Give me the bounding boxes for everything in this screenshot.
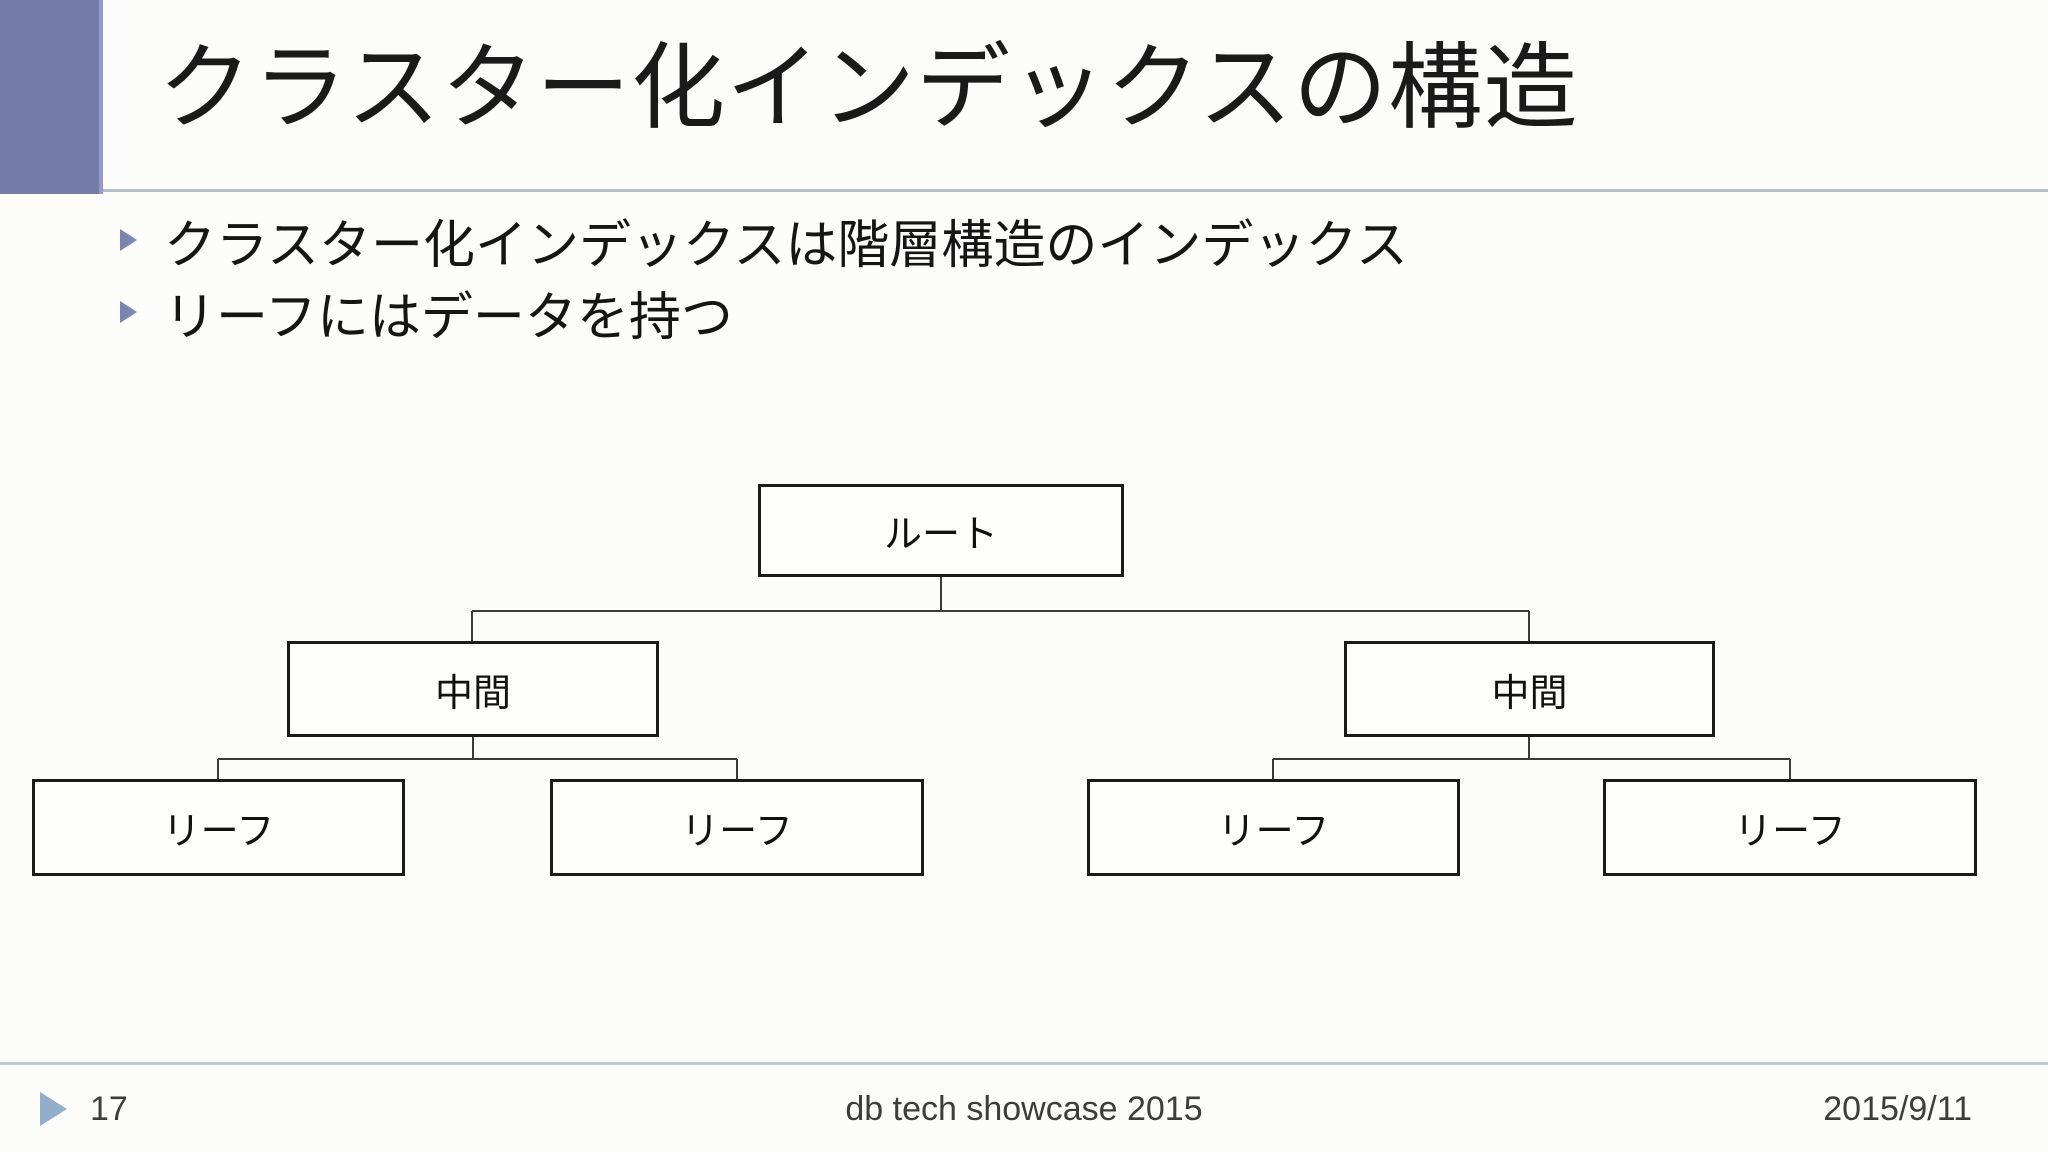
bullet-list: クラスター化インデックスは階層構造のインデックス リーフにはデータを持つ <box>120 204 1408 348</box>
node-root-label: ルート <box>883 514 998 556</box>
node-intermediate-left: 中間 <box>287 641 659 737</box>
node-intermediate-right-label: 中間 <box>1491 672 1568 715</box>
node-leaf-1-label: リーフ <box>162 811 275 853</box>
connector-left-intermediate-to-leaves <box>217 737 738 779</box>
slide-title: クラスター化インデックスの構造 <box>158 35 1579 140</box>
footer-event-title: db tech showcase 2015 <box>845 1090 1203 1128</box>
node-leaf-3: リーフ <box>1087 779 1460 876</box>
connector-root-to-intermediates <box>471 577 1530 641</box>
node-leaf-1: リーフ <box>32 779 405 876</box>
node-root: ルート <box>758 484 1124 577</box>
node-leaf-3-label: リーフ <box>1217 811 1330 853</box>
title-accent-block <box>0 0 103 194</box>
bullet-text: クラスター化インデックスは階層構造のインデックス <box>164 216 1408 275</box>
node-intermediate-right: 中間 <box>1344 641 1715 737</box>
node-leaf-2-label: リーフ <box>681 811 793 853</box>
node-leaf-4: リーフ <box>1603 779 1977 876</box>
footer-triangle-icon <box>40 1092 67 1126</box>
node-leaf-2: リーフ <box>550 779 924 876</box>
node-intermediate-left-label: 中間 <box>434 672 511 715</box>
footer-date: 2015/9/11 <box>1823 1090 1972 1128</box>
node-leaf-4-label: リーフ <box>1734 811 1846 853</box>
bullet-triangle-icon <box>120 229 137 251</box>
bullet-text: リーフにはデータを持つ <box>164 288 733 347</box>
title-separator-line <box>0 189 2048 192</box>
connector-right-intermediate-to-leaves <box>1272 737 1791 779</box>
footer-separator-line <box>0 1062 2048 1065</box>
bullet-triangle-icon <box>120 301 137 323</box>
page-number: 17 <box>90 1090 128 1128</box>
bullet-item: クラスター化インデックスは階層構造のインデックス <box>120 204 1408 276</box>
bullet-item: リーフにはデータを持つ <box>120 276 1408 348</box>
